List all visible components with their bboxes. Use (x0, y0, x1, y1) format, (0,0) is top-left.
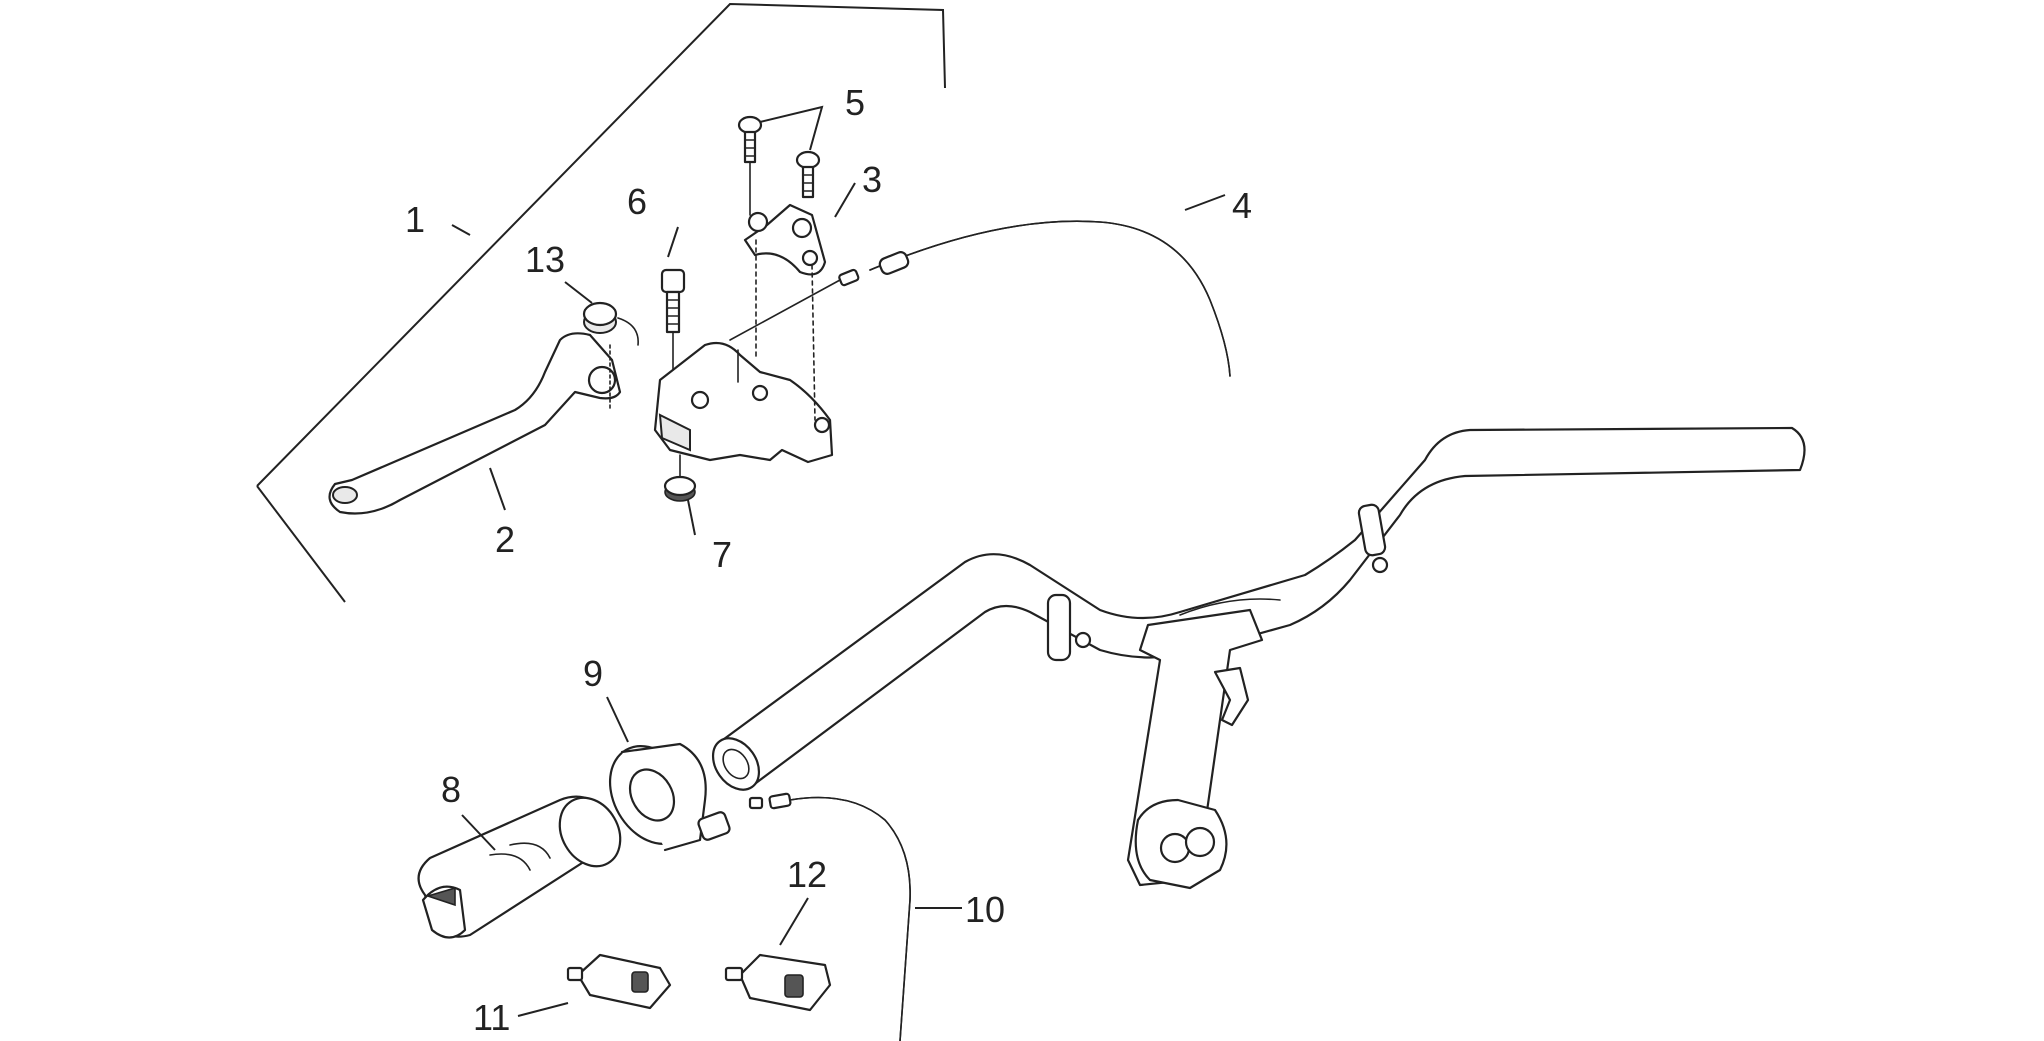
callout-6: 6 (627, 181, 647, 222)
part-brake-cable (729, 220, 1231, 377)
callout-10: 10 (965, 889, 1005, 930)
part-throttle-housing (608, 742, 731, 852)
part-lever-bracket (653, 341, 834, 464)
part-lever (328, 332, 622, 515)
callout-13: 13 (525, 239, 565, 280)
part-clamp (743, 203, 827, 421)
part-switch-left (566, 953, 672, 1010)
callout-5: 5 (845, 82, 865, 123)
callout-3: 3 (862, 159, 882, 200)
callout-8: 8 (441, 769, 461, 810)
part-throttle-cable (748, 792, 911, 1041)
callout-11: 11 (473, 997, 510, 1038)
assembly-bracket (256, 2, 946, 603)
part-screw (660, 268, 686, 391)
part-switch-right (724, 953, 832, 1012)
callout-4: 4 (1232, 185, 1252, 226)
handlebar (711, 426, 1806, 890)
callout-12: 12 (787, 854, 827, 895)
callout-1: 1 (405, 199, 425, 240)
part-grip (417, 795, 622, 939)
part-clip (582, 301, 639, 411)
callout-labels: 1 2 3 4 5 6 7 8 9 10 11 12 13 (405, 82, 1252, 1038)
part-screws (737, 115, 821, 216)
part-nut (663, 454, 697, 502)
callout-9: 9 (583, 653, 603, 694)
callout-2: 2 (495, 519, 515, 560)
callout-7: 7 (712, 534, 732, 575)
callout-leaders (451, 105, 1226, 1017)
